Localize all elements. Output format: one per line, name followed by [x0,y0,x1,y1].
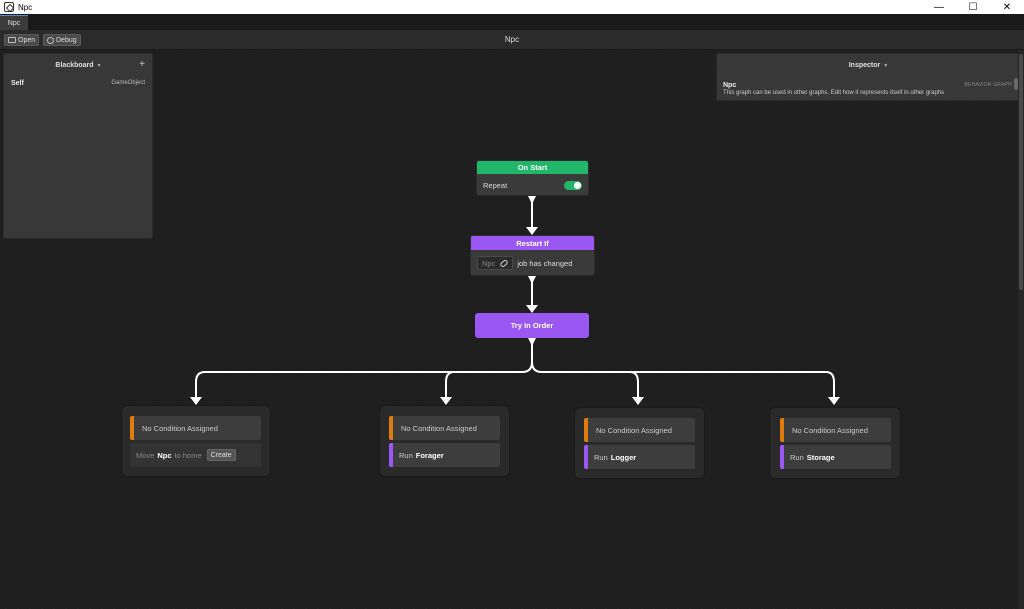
graph-title: Npc [504,35,520,44]
maximize-button[interactable]: ☐ [968,1,978,13]
scrollbar-thumb[interactable] [1019,54,1023,290]
condition-accent [130,416,134,440]
window-controls: — ☐ ✕ [922,0,1024,14]
npc-variable-field[interactable]: Npc [477,256,514,270]
action-accent [389,443,393,467]
create-button[interactable]: Create [206,449,236,461]
inspector-graph-name: Npc [723,82,737,89]
repeat-label: Repeat [483,180,508,190]
open-button[interactable]: Open [4,34,40,46]
action-target: Storage [806,452,835,462]
condition-label: No Condition Assigned [596,425,672,435]
run-storage-node[interactable]: Run Storage [780,445,891,469]
condition-node[interactable]: No Condition Assigned [389,416,500,440]
tab-npc[interactable]: Npc [0,15,28,30]
condition-accent [584,418,588,442]
action-prefix: Move [136,450,155,460]
action-prefix: Run [790,452,804,462]
blackboard-panel: Blackboard ▾ + Self GameObject [3,53,153,239]
condition-label: No Condition Assigned [142,423,218,433]
canvas-scrollbar[interactable] [1018,50,1024,609]
action-target: Logger [610,452,637,462]
repeat-toggle[interactable] [564,180,582,190]
on-start-node[interactable]: On Start Repeat [476,160,589,196]
restart-if-node[interactable]: Restart If Npc job has changed [470,235,595,276]
inspector-graph-row: Npc BEHAVIOR GRAPH [717,76,1019,89]
blackboard-header: Blackboard ▾ + [4,54,152,76]
debug-button[interactable]: Debug [43,34,81,46]
minimize-button[interactable]: — [934,1,944,13]
variable-type: GameObject [111,80,145,86]
debug-label: Debug [56,36,77,44]
inspector-graph-tag: BEHAVIOR GRAPH [964,82,1012,88]
link-icon[interactable] [499,258,510,268]
blackboard-title: Blackboard [55,61,94,69]
close-button[interactable]: ✕ [1002,1,1012,13]
action-suffix: to home [174,450,202,460]
action-prefix: Run [399,450,413,460]
open-label: Open [18,36,36,44]
folder-icon [8,37,16,43]
restart-if-suffix: job has changed [517,258,573,268]
condition-label: No Condition Assigned [792,425,868,435]
on-start-title: On Start [477,161,588,174]
inspector-header: Inspector ▾ [717,54,1019,76]
add-variable-button[interactable]: + [139,59,145,70]
action-variable: Npc [157,450,172,460]
chevron-down-icon[interactable]: ▾ [97,62,101,69]
tab-strip: Npc [0,14,1024,30]
chevron-down-icon[interactable]: ▾ [884,62,888,69]
window-titlebar: Npc — ☐ ✕ [0,0,1024,14]
condition-label: No Condition Assigned [401,423,477,433]
condition-accent [780,418,784,442]
run-logger-node[interactable]: Run Logger [584,445,695,469]
action-prefix: Run [594,452,608,462]
condition-node[interactable]: No Condition Assigned [780,418,891,442]
condition-accent [389,416,393,440]
try-in-order-node[interactable]: Try In Order [475,313,589,338]
action-accent [780,445,784,469]
npc-variable-label: Npc [482,258,496,268]
inspector-description: This graph can be used in other graphs. … [723,90,945,96]
try-in-order-title: Try In Order [510,321,554,330]
move-action-node[interactable]: Move Npc to home Create [130,443,261,467]
window-title: Npc [18,2,33,12]
unity-logo-icon [4,2,14,12]
action-accent [584,445,588,469]
condition-node[interactable]: No Condition Assigned [130,416,261,440]
bug-icon [47,36,54,44]
restart-if-body: Npc job has changed [471,250,594,275]
condition-node[interactable]: No Condition Assigned [584,418,695,442]
action-target: Forager [415,450,444,460]
inspector-panel: Inspector ▾ Npc BEHAVIOR GRAPH This grap… [716,53,1020,101]
variable-name: Self [11,80,24,87]
repeat-row: Repeat [477,174,588,195]
run-forager-node[interactable]: Run Forager [389,443,500,467]
inspector-scrollbar[interactable] [1014,78,1018,90]
restart-if-title: Restart If [471,236,594,250]
inspector-title: Inspector [848,61,881,69]
graph-toolbar: Open Debug Npc [0,30,1024,50]
blackboard-variable[interactable]: Self GameObject [4,76,152,87]
